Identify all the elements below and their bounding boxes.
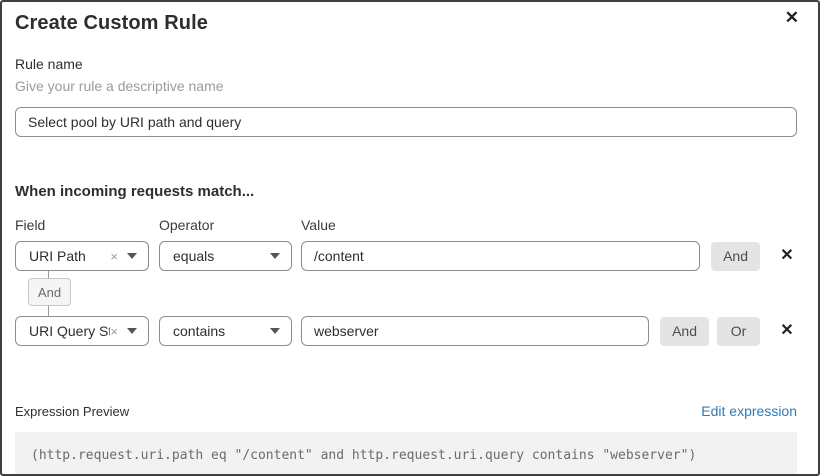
connector-and-chip[interactable]: And — [28, 278, 71, 306]
operator-column-label: Operator — [159, 217, 215, 233]
value-input[interactable] — [301, 241, 701, 271]
chevron-down-icon — [127, 328, 137, 334]
field-select-value: URI Path — [29, 248, 86, 264]
operator-select[interactable]: equals — [159, 241, 292, 271]
field-select[interactable]: URI Path × — [15, 241, 149, 271]
condition-connector: And — [15, 271, 797, 316]
chevron-down-icon — [270, 328, 280, 334]
field-column-label: Field — [15, 217, 46, 233]
condition-row: URI Query St... × contains And Or ✕ — [15, 316, 797, 346]
operator-select[interactable]: contains — [159, 316, 292, 346]
operator-select-value: equals — [173, 248, 215, 264]
condition-row: URI Path × equals And ✕ — [15, 241, 797, 271]
edit-expression-link[interactable]: Edit expression — [701, 403, 797, 419]
value-input[interactable] — [301, 316, 650, 346]
chevron-down-icon — [127, 253, 137, 259]
operator-select-value: contains — [173, 323, 226, 339]
or-button[interactable]: Or — [717, 316, 760, 346]
rule-name-label: Rule name — [15, 56, 83, 72]
field-select-value: URI Query St... — [29, 323, 110, 339]
expression-preview-label: Expression Preview — [15, 403, 130, 419]
clear-field-icon[interactable]: × — [110, 323, 118, 339]
condition-column-labels: Field Operator Value — [15, 217, 797, 233]
match-section-heading: When incoming requests match... — [15, 183, 255, 200]
remove-condition-icon[interactable]: ✕ — [777, 323, 797, 339]
clear-field-icon[interactable]: × — [110, 248, 118, 264]
page-title: Create Custom Rule — [15, 12, 208, 34]
value-column-label: Value — [301, 217, 336, 233]
and-button[interactable]: And — [660, 316, 709, 346]
chevron-down-icon — [270, 253, 280, 259]
expression-preview-code: (http.request.uri.path eq "/content" and… — [15, 432, 797, 474]
and-button[interactable]: And — [711, 241, 760, 271]
rule-name-hint: Give your rule a descriptive name — [15, 78, 224, 94]
field-select[interactable]: URI Query St... × — [15, 316, 149, 346]
rule-name-input[interactable] — [15, 107, 797, 137]
remove-condition-icon[interactable]: ✕ — [777, 248, 797, 264]
close-icon[interactable]: ✕ — [784, 8, 799, 27]
